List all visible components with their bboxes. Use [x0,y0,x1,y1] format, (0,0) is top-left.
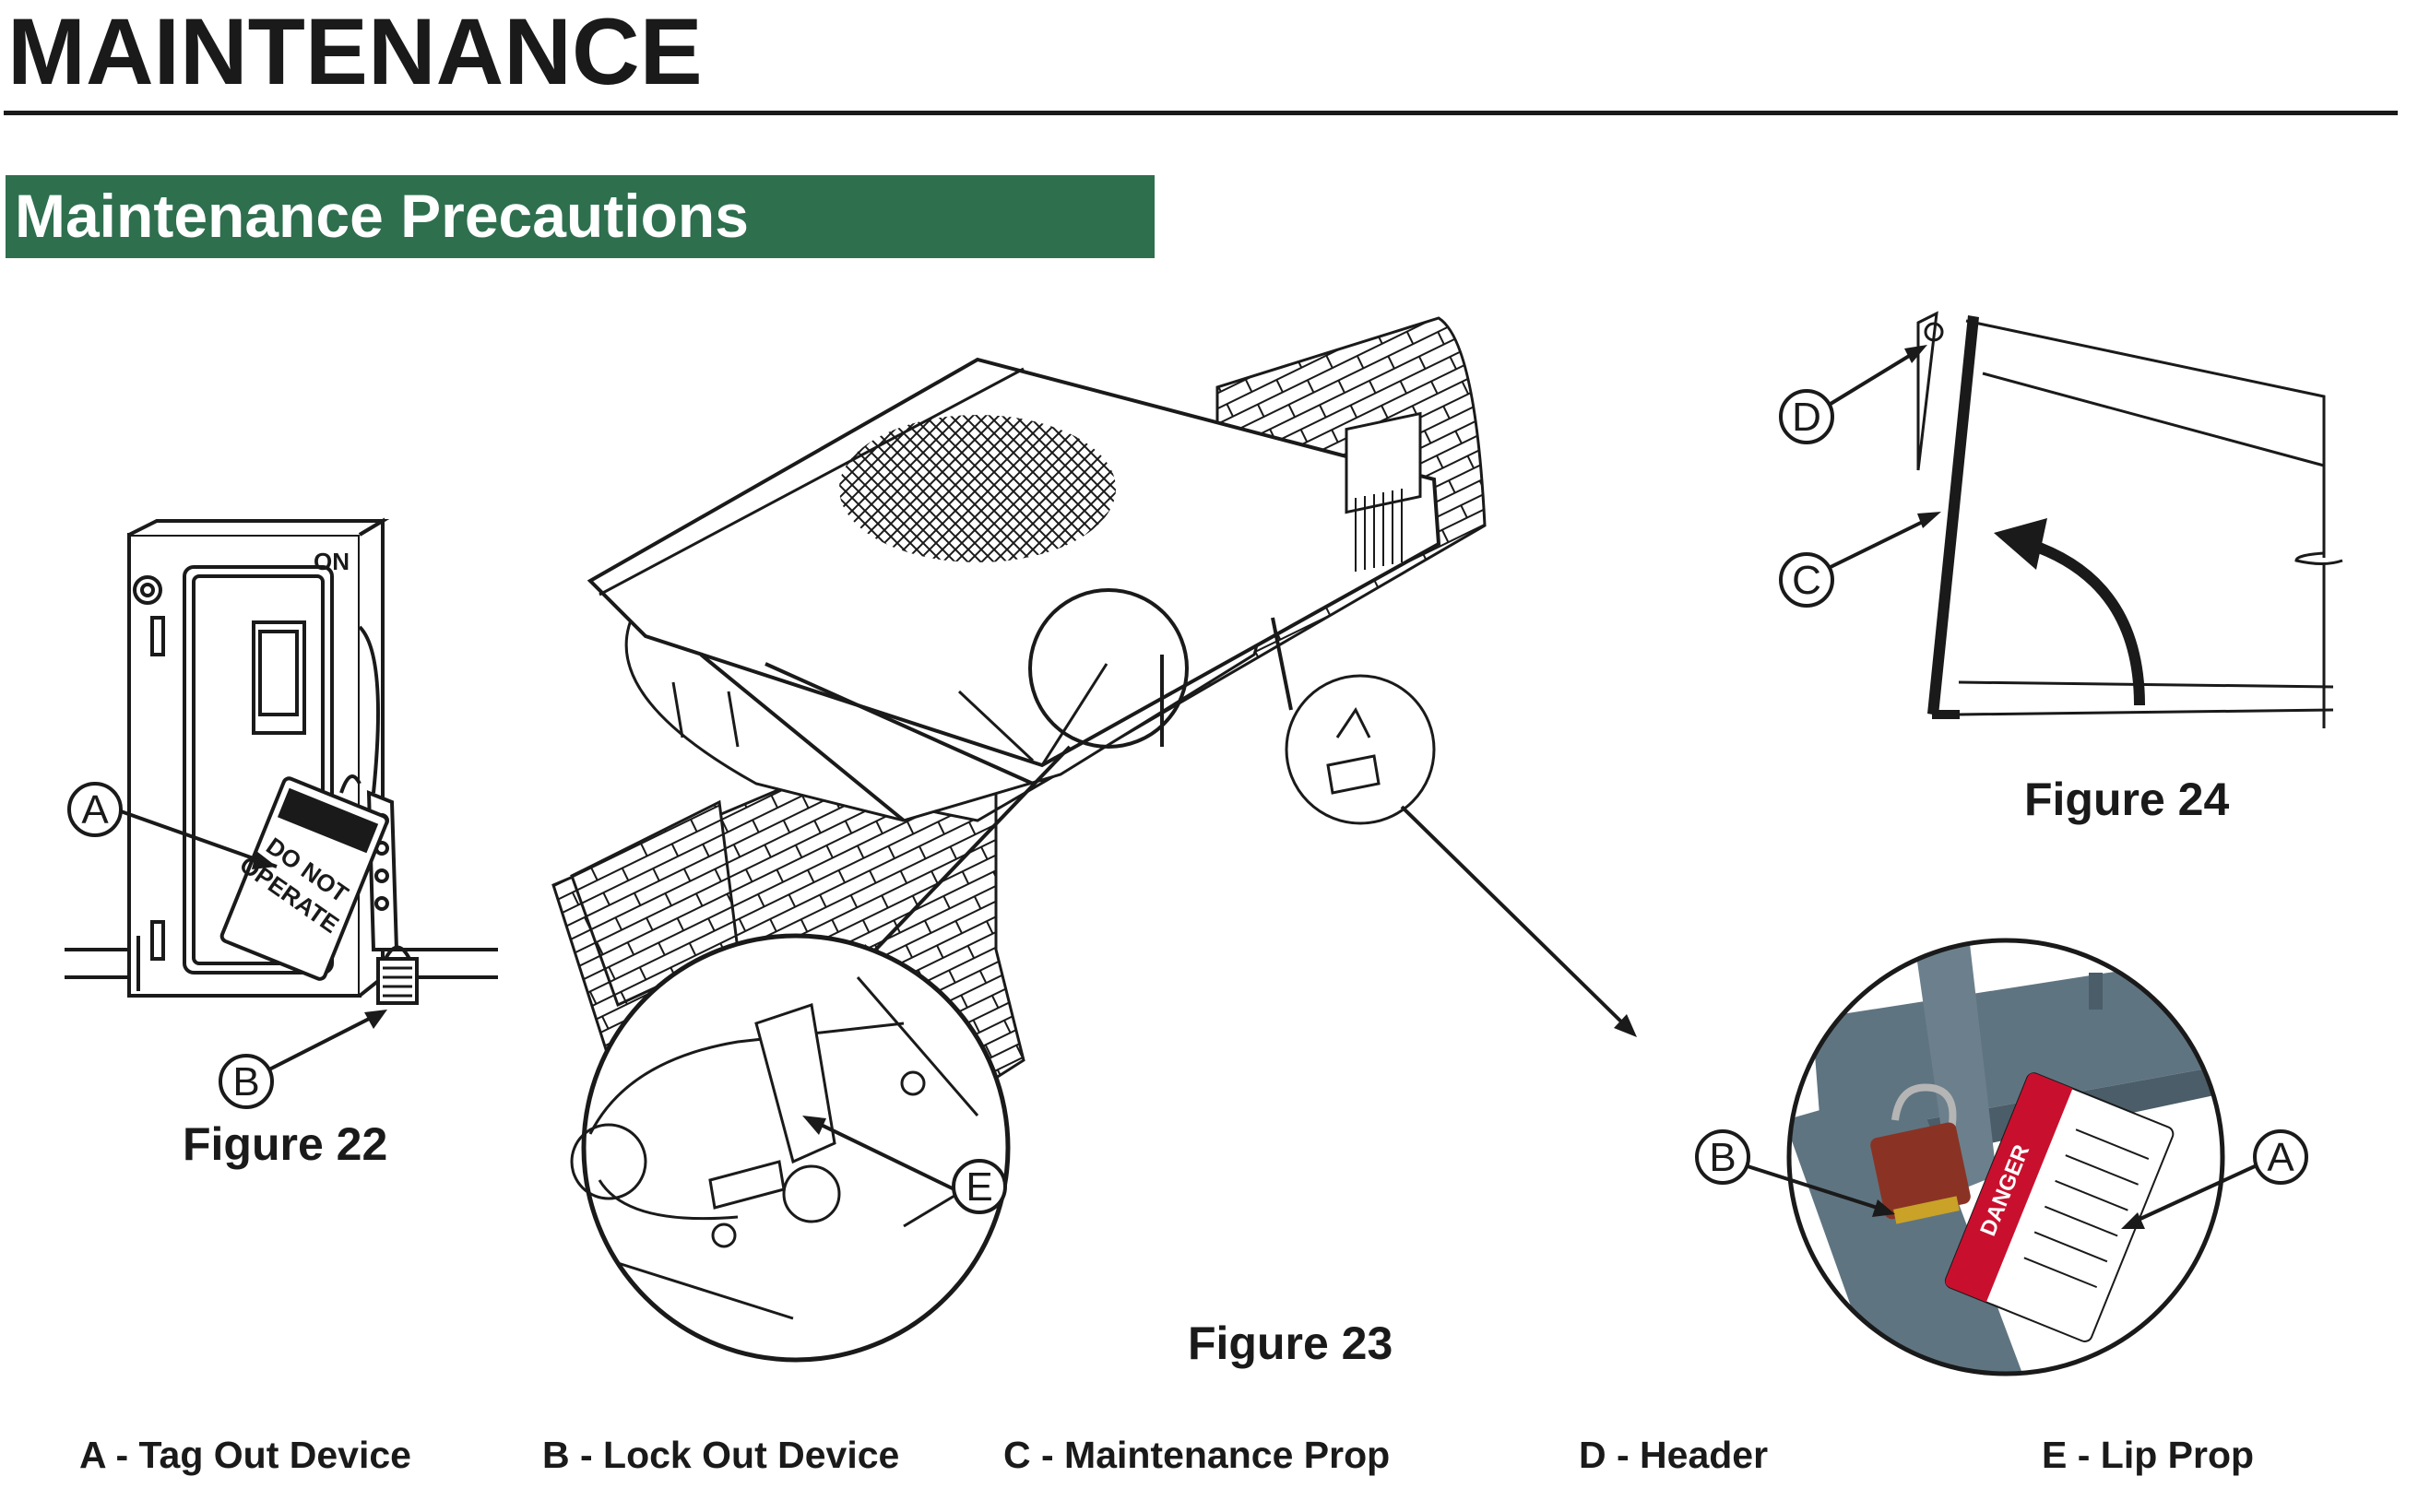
figure-22-illustration: ON DO NOT OPERATE [65,517,498,1005]
callout-c: C [1779,512,1941,608]
figure-24-illustration [1916,311,2343,728]
switch-on-label: ON [314,548,350,575]
callout-letter-d: D [1792,395,1821,440]
callout-b-fig23: B [1695,1129,1895,1217]
callout-letter-a: A [81,787,109,833]
lockout-detail-illustration: DANGER [1786,938,2225,1376]
legend-maintenance-prop: C - Maintenance Prop [1003,1434,1391,1476]
figure-23-caption: Figure 23 [1188,1317,1393,1369]
figure-24-caption: Figure 24 [2024,774,2230,825]
callout-a-fig23: A [2121,1129,2308,1229]
callout-letter-e: E [966,1164,992,1210]
callout-a-fig22: A [67,782,278,869]
figure-23-illustration [551,316,1637,1363]
callout-d: D [1779,345,1927,444]
figure-22-caption: Figure 22 [183,1118,388,1170]
callout-letter-b-fig23: B [1709,1135,1736,1180]
legend-header: D - Header [1579,1434,1769,1476]
callout-letter-a-fig23: A [2267,1135,2294,1180]
section-banner: Maintenance Precautions [6,175,1155,258]
legend-lock-out-device: B - Lock Out Device [542,1434,900,1476]
callout-letter-b: B [232,1059,259,1104]
page-title: MAINTENANCE [7,0,703,104]
callout-b-fig22: B [219,1010,387,1109]
legend-tag-out-device: A - Tag Out Device [79,1434,411,1476]
callout-letter-c: C [1792,558,1821,603]
section-title: Maintenance Precautions [15,182,749,250]
callout-e: E [802,1116,1007,1214]
legend-lip-prop: E - Lip Prop [2042,1434,2255,1476]
title-rule [4,111,2398,115]
